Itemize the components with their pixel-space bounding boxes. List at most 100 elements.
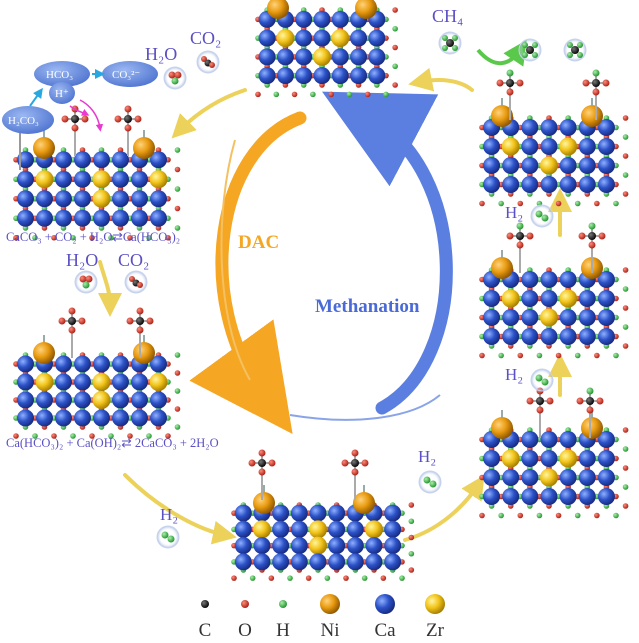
ca-atom [502,469,520,486]
zr-atom [365,520,383,539]
surface-atom [127,234,133,241]
surface-atom [613,352,619,359]
oxygen-atom [496,79,504,87]
ni-atom [581,417,603,439]
zr-atom [309,520,327,539]
surface-atom [408,502,415,508]
ca-atom [309,553,327,571]
hco3-bubble: HCO₃ [34,61,90,87]
zr-atom [540,468,558,487]
zr-atom [92,391,111,409]
surface-atom [89,433,95,439]
bubble [530,368,554,392]
h2o-molecule-bubble [163,66,187,90]
ca-atom [384,504,402,522]
ca-atom [578,176,596,193]
ni-atom [491,257,513,279]
surface-atom [174,352,181,358]
ca-atom [258,29,276,47]
carbonate-adsorbate [126,307,154,358]
oxygen-atom [81,115,89,123]
ca-atom [540,431,558,448]
ca-atom [131,409,148,427]
legend-label: Ni [321,620,340,641]
carbon-atom [536,397,544,405]
magenta-arrow [79,99,104,132]
ca-atom [350,29,368,47]
ca-atom [112,409,129,427]
hydrogen-atom [588,222,596,230]
zr-atom [501,289,520,308]
surface-atom [249,575,256,581]
ch4-molecule-bubble [518,38,542,62]
zr-atom [276,29,295,48]
oxygen-atom [506,88,514,96]
surface-atom [268,575,275,581]
ca-atom [483,157,501,174]
ca-atom [131,391,148,409]
bubble [530,204,554,228]
oxygen-atom [592,88,600,96]
hydrogen-atom [532,52,538,58]
surface-atom [622,134,629,140]
surface-atom [594,200,600,207]
surface-atom [622,115,629,121]
ca-atom [540,138,558,155]
ca-atom [295,29,313,47]
surface-atom [174,370,181,376]
ca-atom [597,450,615,467]
carbon-atom [571,46,579,54]
h2-molecule-bubble [418,470,442,494]
ca-atom [521,290,539,307]
oxygen-atom [137,282,143,288]
zr-atom [149,170,168,189]
hydrogen-atom [167,535,175,543]
ca-atom [295,10,313,28]
ca-atom [502,176,520,193]
legend-item-c: C [199,600,211,641]
c-atom-swatch [201,600,209,608]
ca-atom [578,290,596,307]
oxygen-atom [576,397,584,405]
hydrogen-atom [586,387,594,395]
zr-atom [501,449,520,468]
surface-atom [555,200,562,207]
ca-atom [597,271,615,288]
h-atom-swatch [279,600,287,608]
surface-atom [408,550,415,557]
ni-atom [33,137,55,159]
surface-atom [146,433,152,439]
ca-atom-swatch [375,594,395,614]
ca-atom [559,309,577,326]
ch4-label: CH₄ [432,6,463,26]
oxygen-atom [136,307,144,315]
oxygen-atom [578,232,586,240]
h2-bottom-left-label: H₂ [160,505,178,524]
ca-atom [17,151,34,169]
oxygen-atom [546,397,554,405]
hydrogen-atom [522,52,528,58]
surface-atom [70,433,76,439]
carbonate-adsorbate [61,105,89,156]
ca-atom [74,190,91,208]
ca-atom [290,537,308,555]
ca-atom [483,176,501,193]
svg-text:CO₃²⁻: CO₃²⁻ [112,69,140,81]
legend-label: O [238,620,252,641]
surface-atom [51,234,57,241]
oxygen-atom [341,459,349,467]
surface-atom [174,225,181,231]
ca-atom [74,391,91,409]
oxygen-atom [58,317,66,325]
ca-atom [559,119,577,136]
ca-atom [540,450,558,467]
surface-atom [392,44,398,51]
surface-atom [127,433,133,439]
ca-atom [483,290,501,307]
ca-atom [234,553,252,571]
surface-atom [165,433,171,439]
zr-atom [559,289,578,308]
ca-atom [253,537,271,555]
surface-atom [555,352,562,359]
ca-atom [521,157,539,174]
